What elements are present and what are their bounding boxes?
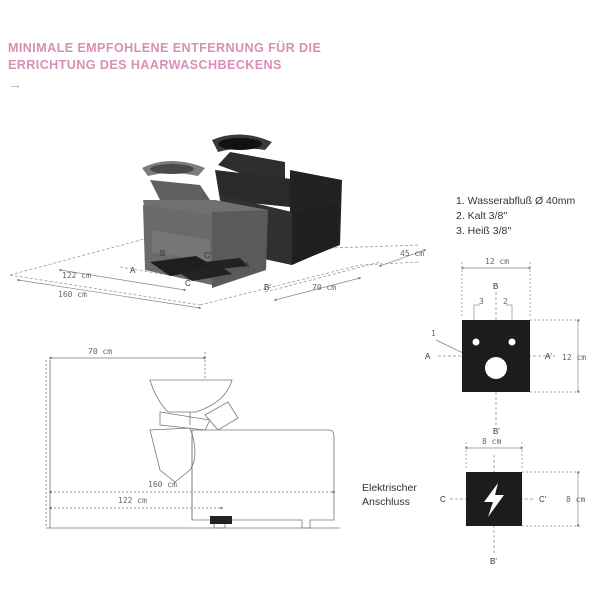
drain-connection [485, 357, 507, 379]
dim-70-side: 70 cm [88, 347, 112, 356]
dim-122-side: 122 cm [118, 496, 147, 505]
dim-160-perspective: 160 cm [58, 290, 87, 299]
marker-3: 3 [479, 297, 484, 306]
dim-122-perspective: 122 cm [62, 271, 91, 280]
label-b-water: B [493, 282, 498, 291]
electric-title-line2: Anschluss [362, 496, 410, 508]
cold-water-connection [508, 338, 516, 346]
legend-item-cold: 2. Kalt 3/8'' [456, 210, 508, 222]
hot-water-connection [472, 338, 480, 346]
dim-electric-height: 8 cm [566, 495, 585, 504]
electric-title-line1: Elektrischer [362, 482, 417, 494]
lightning-bolt-icon [484, 483, 504, 517]
label-a-perspective: A [130, 266, 136, 275]
side-view [45, 352, 340, 529]
label-b-prime-water: B' [493, 427, 500, 436]
label-c-perspective: C [185, 279, 191, 288]
connection-legend: 1. Wasserabfluß Ø 40mm 2. Kalt 3/8'' 3. … [456, 194, 575, 239]
label-c-prime-electric: C' [539, 495, 547, 504]
legend-item-hot: 3. Heiß 3/8'' [456, 225, 512, 237]
dim-water-width: 12 cm [485, 257, 509, 266]
label-a-prime-perspective: A' [244, 261, 251, 270]
label-b-perspective: B [160, 249, 165, 258]
label-b-prime-electric: B' [490, 557, 497, 566]
marker-1: 1 [431, 329, 436, 338]
dim-70-perspective: 70 cm [312, 283, 336, 292]
side-floor-panel [210, 516, 232, 524]
dim-45-perspective: 45 cm [400, 249, 424, 258]
floor-connection-panels [150, 256, 248, 281]
label-c-electric: C [440, 495, 446, 504]
legend-item-drain: 1. Wasserabfluß Ø 40mm [456, 195, 576, 207]
label-a-prime-water: A' [545, 352, 552, 361]
water-connection-panel [462, 320, 530, 392]
label-a-water: A [425, 352, 431, 361]
label-c-prime-perspective: C' [204, 251, 212, 260]
dim-160-side: 160 cm [148, 480, 177, 489]
electric-connection-title: Elektrischer Anschluss [362, 481, 417, 509]
dim-water-height: 12 cm [562, 353, 586, 362]
page-title: MINIMALE EMPFOHLENE ENTFERNUNG FÜR DIE E… [8, 41, 322, 72]
marker-2: 2 [503, 297, 508, 306]
dim-electric-width: 8 cm [482, 437, 501, 446]
arrow-right-icon: → [8, 76, 22, 92]
label-b-prime-perspective: B' [264, 283, 271, 292]
